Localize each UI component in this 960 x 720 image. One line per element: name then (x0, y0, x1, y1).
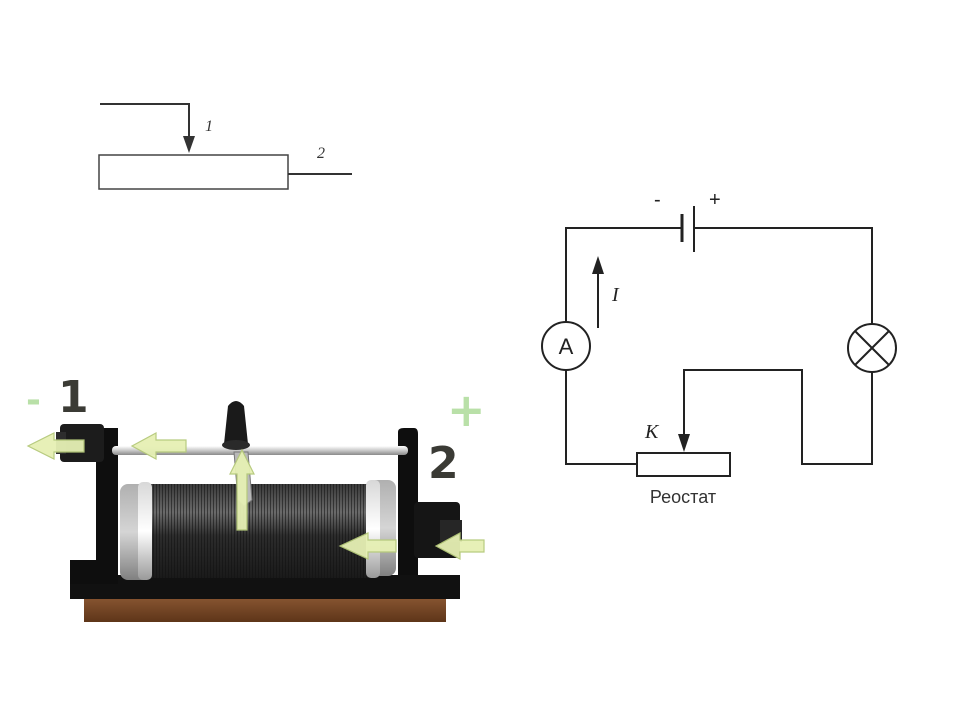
battery (680, 206, 695, 252)
right-bracket (398, 428, 418, 575)
wire-left-bottom (565, 370, 637, 465)
slider-arrowhead (183, 136, 195, 153)
circuit-rheostat (636, 452, 731, 477)
ammeter-label: A (559, 334, 574, 359)
arrow-coil (338, 532, 397, 560)
arrow-rod-left (130, 431, 187, 461)
slider-label: K (644, 421, 660, 443)
rheostat-symbol: 1 2 (98, 103, 352, 190)
device-terminal-2-label: 2 (428, 438, 459, 489)
arrow-terminal-left (26, 432, 85, 460)
wire-right-bottom (683, 369, 873, 465)
lamp-cross-2 (854, 330, 890, 366)
arrow-slider-up (229, 448, 255, 531)
circuit-diagram: - + I A K Реостат (541, 189, 897, 507)
slider-knob (224, 401, 248, 444)
ammeter (541, 321, 591, 371)
arrow-terminal-right (434, 531, 485, 561)
coil-ring-left (138, 482, 152, 580)
lamp (847, 323, 897, 373)
coil-ring-right (366, 480, 380, 578)
battery-minus-label: - (654, 189, 661, 211)
circuit-slider-arrowhead (678, 434, 690, 452)
current-label: I (611, 284, 620, 306)
slider-lead (100, 103, 190, 140)
current-arrows (26, 431, 485, 561)
device-base (84, 596, 446, 622)
resistor-body (98, 154, 289, 190)
battery-plus-label: + (709, 189, 721, 211)
wire-top-right (694, 227, 873, 324)
slider-knob-base (222, 440, 250, 450)
symbol-terminal-2-label: 2 (317, 145, 325, 162)
symbol-terminal-1-label: 1 (205, 118, 213, 135)
current-arrowhead (592, 256, 604, 274)
device-plus-sign: + (447, 383, 486, 437)
left-bracket (70, 428, 118, 584)
coil-windings (150, 484, 370, 578)
device-terminal-1-label: 1 (58, 372, 89, 423)
rheostat-label: Реостат (650, 487, 716, 507)
device-minus-sign: - (26, 380, 41, 421)
wire-top-left (565, 227, 682, 324)
circuit-wires (565, 227, 873, 465)
rheostat-device: - 1 + 2 (26, 372, 486, 622)
